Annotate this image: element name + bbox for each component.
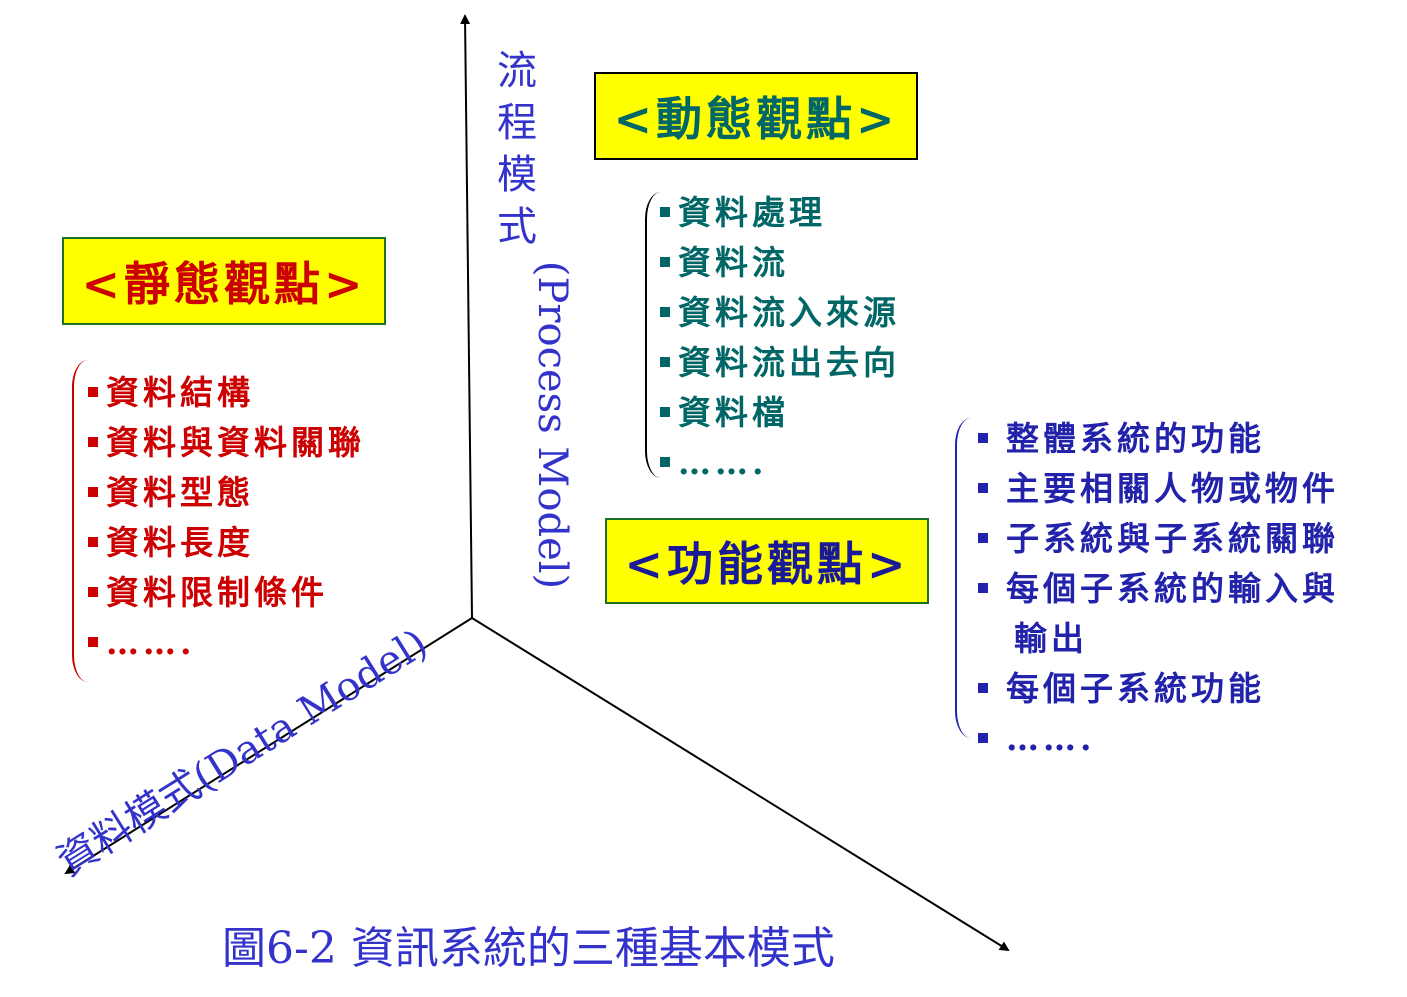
list-item: 資料處理 — [660, 188, 900, 238]
list-item: 每個子系統功能 — [978, 664, 1339, 714]
list-item: 資料型態 — [88, 468, 365, 518]
list-item: 子系統與子系統關聯 — [978, 514, 1339, 564]
list-item: 資料流出去向 — [660, 338, 900, 388]
list-item: ……. — [978, 714, 1339, 764]
list-item: 每個子系統的輸入與 — [978, 564, 1339, 614]
list-item: 輸出 — [1014, 619, 1088, 658]
data-axis-line — [64, 617, 473, 875]
list-item: ……. — [660, 438, 900, 488]
list-item: 資料與資料關聯 — [88, 418, 365, 468]
functional-view-heading: <功能觀點> — [605, 518, 929, 604]
static-brace — [72, 360, 88, 682]
static-view-list: 資料結構 資料與資料關聯 資料型態 資料長度 資料限制條件 ……. — [88, 368, 365, 668]
list-item: 資料限制條件 — [88, 568, 365, 618]
process-model-latin: (Process Model) — [529, 260, 575, 590]
figure-caption: 圖6-2 資訊系統的三種基本模式 — [222, 923, 835, 974]
process-char-4: 式 — [497, 204, 537, 250]
static-view-heading: <靜態觀點> — [62, 237, 386, 325]
process-char-3: 模 — [497, 152, 537, 198]
list-item: 資料結構 — [88, 368, 365, 418]
functional-brace — [955, 418, 971, 738]
dynamic-view-list: 資料處理 資料流 資料流入來源 資料流出去向 資料檔 ……. — [660, 188, 900, 488]
process-char-1: 流 — [497, 48, 537, 94]
list-item: 資料流 — [660, 238, 900, 288]
process-char-2: 程 — [497, 100, 537, 146]
list-item: 資料流入來源 — [660, 288, 900, 338]
process-axis-line — [460, 14, 473, 619]
list-item: ……. — [88, 618, 365, 668]
list-item: 整體系統的功能 — [978, 414, 1339, 464]
dynamic-brace — [645, 192, 661, 478]
dynamic-view-heading: <動態觀點> — [594, 72, 918, 160]
list-item: 主要相關人物或物件 — [978, 464, 1339, 514]
list-item: 資料長度 — [88, 518, 365, 568]
function-axis-line — [471, 617, 1010, 952]
functional-view-list: 整體系統的功能 主要相關人物或物件 子系統與子系統關聯 每個子系統的輸入與 輸出… — [978, 414, 1339, 764]
list-item: 資料檔 — [660, 388, 900, 438]
